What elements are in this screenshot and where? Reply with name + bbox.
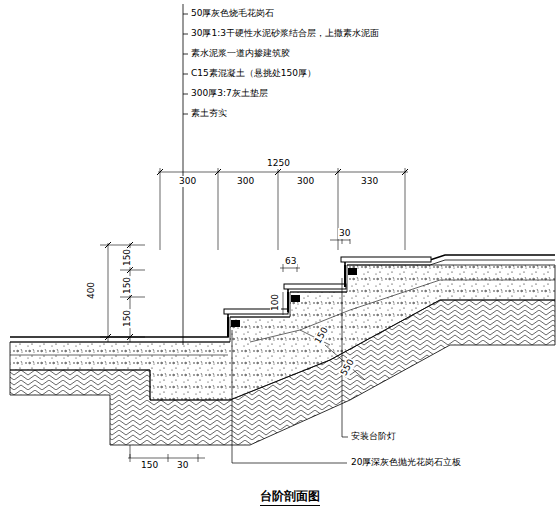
dimension-tick xyxy=(157,169,408,175)
dimension-text: 400 xyxy=(86,281,97,300)
dimension-text: 30 xyxy=(338,228,351,239)
callout-note: 安装台阶灯 xyxy=(350,431,397,442)
dimension-text: 300 xyxy=(178,176,197,187)
material-note: 50厚灰色烧毛花岗石 xyxy=(190,8,275,19)
dimension-tick xyxy=(105,242,133,340)
dimension-text: 150 xyxy=(140,460,159,471)
material-note: 300厚3:7灰土垫层 xyxy=(190,88,269,99)
material-note: 素水泥浆一道内掺建筑胶 xyxy=(190,48,291,59)
dimension-text: 30 xyxy=(176,460,189,471)
material-note: 30厚1:3干硬性水泥砂浆结合层，上撒素水泥面 xyxy=(190,28,380,39)
leader-tick xyxy=(183,14,188,114)
step-lamp xyxy=(348,268,357,275)
dimension-text: 330 xyxy=(360,176,379,187)
dimension-text: 150 xyxy=(122,309,133,328)
dimension-line xyxy=(300,330,365,380)
dimension-text: 300 xyxy=(296,176,315,187)
concrete-body xyxy=(10,265,555,400)
step-lamp xyxy=(291,295,300,302)
callout-note: 20厚深灰色抛光花岗石立板 xyxy=(350,457,462,468)
layer-line xyxy=(250,280,555,342)
tread-stone xyxy=(284,284,346,289)
dimension-line xyxy=(100,243,145,342)
step-lamp xyxy=(231,320,240,327)
layer-line xyxy=(10,355,228,356)
dimension-line xyxy=(158,168,408,250)
paving-base xyxy=(10,260,555,342)
dimension-text: 150 xyxy=(122,276,133,295)
leader-line xyxy=(183,4,184,345)
material-note: C15素混凝土（悬挑处150厚） xyxy=(190,68,317,79)
tread-stone xyxy=(341,257,431,262)
dimension-text: 63 xyxy=(284,256,297,267)
dimension-text: 100 xyxy=(270,293,281,312)
dimension-text: 1250 xyxy=(266,158,291,169)
leader-line xyxy=(232,330,347,463)
material-note: 素土夯实 xyxy=(190,108,228,119)
riser-stone xyxy=(228,265,345,337)
dimension-text: 150 xyxy=(122,248,133,267)
dimension-text: 300 xyxy=(236,176,255,187)
drawing-title: 台阶剖面图 xyxy=(260,488,320,506)
paving-surface xyxy=(10,255,555,337)
dimension-line xyxy=(280,236,350,315)
